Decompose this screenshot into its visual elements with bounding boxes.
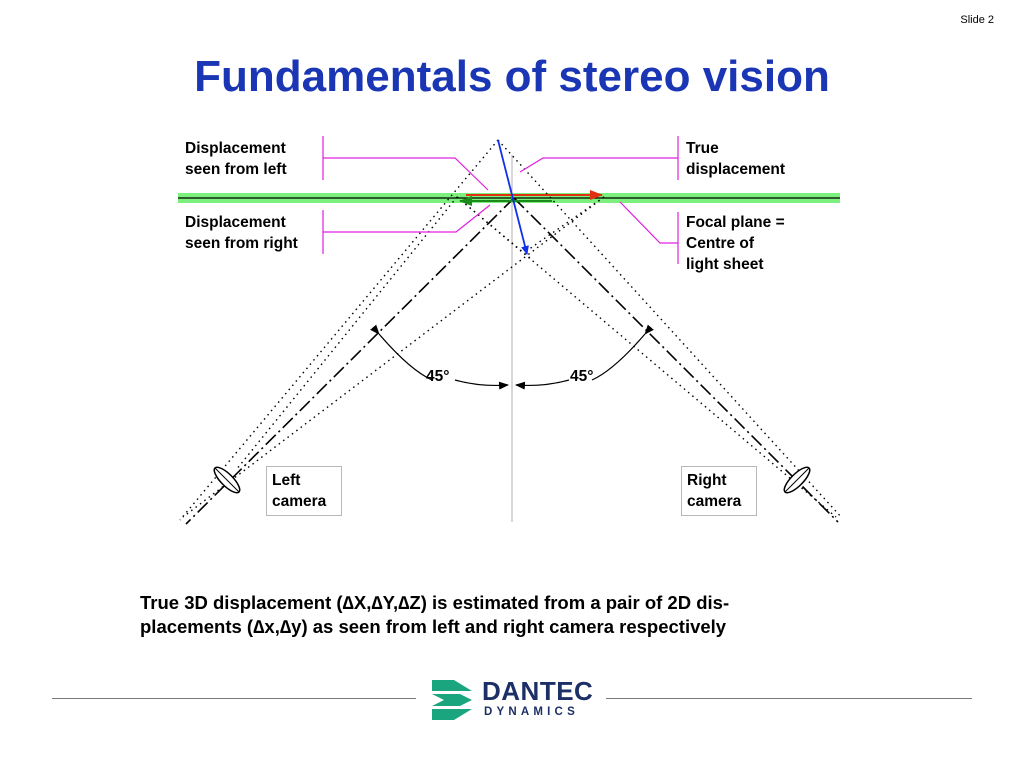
right-camera-rays [456,139,843,519]
dantec-logo-mark-icon [432,680,472,720]
left-angle-arc [370,324,433,381]
left-camera-label: Left camera [266,466,342,516]
footer-rule-left [52,698,416,699]
right-camera-label: Right camera [681,466,757,516]
left-camera-rays [179,139,605,521]
caption: True 3D displacement (∆X,∆Y,∆Z) is estim… [140,592,730,637]
logo-subtitle: DYNAMICS [484,706,579,718]
angle-label-left: 45° [426,368,450,385]
label-focal-plane: Focal plane = Centre of light sheet [686,214,785,273]
right-angle-arc [591,324,654,381]
optical-axes [185,197,839,525]
slide-number: Slide 2 [960,14,994,26]
label-displacement-right: Displacement seen from right [185,214,298,252]
right-camera-lens-icon [783,466,811,494]
logo-name: DANTEC [482,676,594,706]
angle-label-right: 45° [570,368,594,385]
footer-rule-right [606,698,972,699]
dantec-logo: DANTEC DYNAMICS [430,676,600,722]
left-camera-lens-icon [213,466,241,494]
angle-indicators [370,324,654,390]
true-displacement-vector [497,139,529,255]
callout-lines [322,136,679,264]
label-displacement-left: Displacement seen from left [185,140,287,178]
slide-title: Fundamentals of stereo vision [194,52,830,101]
label-true-displacement: True displacement [686,140,786,178]
